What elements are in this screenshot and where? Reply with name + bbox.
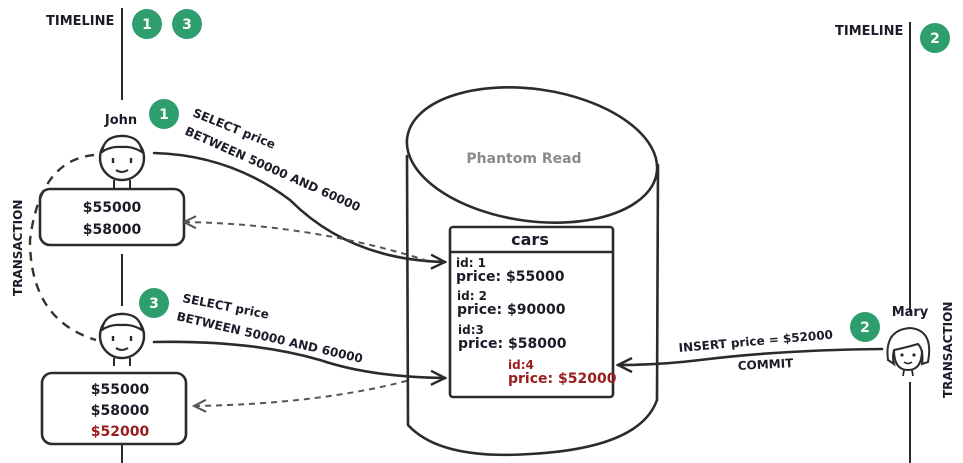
svg-text:$58000: $58000 (91, 403, 150, 419)
svg-text:$55000: $55000 (91, 382, 150, 398)
mary-avatar-icon (886, 326, 931, 377)
table-row: id:3 price: $58000 (458, 323, 567, 352)
svg-text:$55000: $55000 (83, 200, 142, 216)
svg-text:1: 1 (159, 107, 169, 123)
diagram-title: Phantom Read (466, 151, 581, 167)
svg-text:id: 2: id: 2 (457, 289, 487, 303)
step-badge-2-top: 2 (920, 23, 950, 53)
svg-text:price: $58000: price: $58000 (458, 336, 567, 352)
database-cylinder: Phantom Read (405, 86, 660, 457)
cars-table: cars id: 1 price: $55000 id: 2 price: $9… (448, 225, 617, 399)
svg-text:1: 1 (142, 17, 152, 33)
step-badge-3 (139, 288, 169, 318)
left-timeline-label: TIMELINE (46, 14, 114, 29)
table-row-new: id:4 price: $52000 (508, 358, 617, 387)
step-badge-1-top: 1 (132, 9, 162, 39)
svg-text:BETWEEN 50000 AND 60000: BETWEEN 50000 AND 60000 (175, 309, 364, 366)
step-badge-1 (149, 99, 179, 129)
user-label-john: John (104, 113, 137, 128)
svg-text:$58000: $58000 (83, 222, 142, 238)
cylinder-body (405, 154, 660, 457)
svg-text:COMMIT: COMMIT (737, 356, 794, 373)
svg-text:3: 3 (149, 296, 159, 312)
svg-text:price: $52000: price: $52000 (508, 371, 617, 387)
svg-text:2: 2 (930, 31, 940, 47)
left-timeline: TIMELINE 1 3 (46, 8, 202, 463)
step-badge-3-top: 3 (172, 9, 202, 39)
result-arrow-3 (194, 379, 411, 406)
transaction-scope-arc-left (28, 153, 97, 342)
cylinder-top (405, 86, 659, 224)
query-arrow-1 (152, 151, 445, 262)
transaction-label-right: TRANSACTION (941, 302, 955, 398)
right-timeline-label: TIMELINE (835, 24, 903, 39)
svg-text:price: $55000: price: $55000 (456, 269, 565, 285)
svg-text:id:4: id:4 (508, 358, 534, 372)
svg-text:2: 2 (860, 320, 870, 336)
table-name: cars (511, 230, 549, 249)
svg-text:id:3: id:3 (458, 323, 484, 337)
insert-arrow (618, 347, 884, 365)
svg-text:id: 1: id: 1 (456, 256, 486, 270)
svg-text:3: 3 (182, 17, 192, 33)
result-arrow-1 (184, 222, 426, 261)
query-arrow-3 (152, 340, 445, 378)
right-timeline: TIMELINE 2 TRANSACTION (835, 22, 955, 463)
john-avatar-2-icon (98, 312, 146, 366)
step-1-query: 1 SELECT price BETWEEN 50000 AND 60000 (149, 99, 445, 262)
svg-text:$52000: $52000 (91, 424, 150, 440)
transaction-label-left: TRANSACTION (11, 200, 25, 296)
result-box-1: $55000 $58000 (38, 187, 186, 247)
table-row: id: 1 price: $55000 (456, 256, 565, 285)
step-badge-2 (850, 312, 880, 342)
table-row: id: 2 price: $90000 (457, 289, 566, 318)
user-label-mary: Mary (892, 305, 929, 320)
svg-text:price: $90000: price: $90000 (457, 302, 566, 318)
result-box-2: $55000 $58000 $52000 (40, 371, 188, 446)
john-avatar-icon (98, 134, 146, 188)
